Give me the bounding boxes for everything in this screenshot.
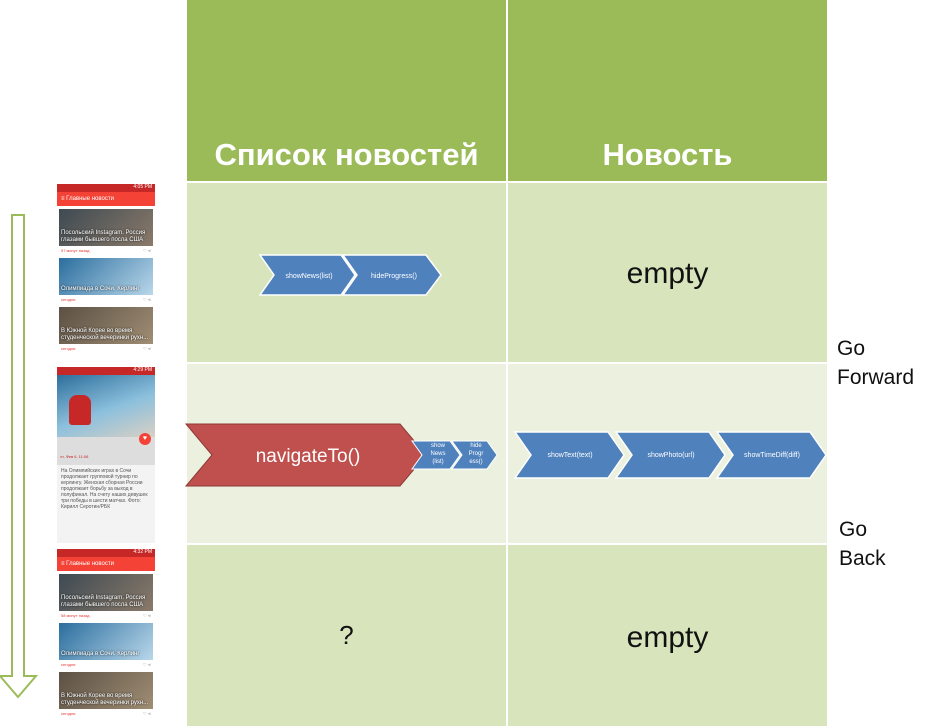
- column-header-news: Новость: [508, 0, 827, 181]
- like-share-icons[interactable]: ♡ ⋖: [142, 613, 151, 618]
- curler-figure: [69, 395, 91, 425]
- news-card-image: В Южной Корее во время студенческой вече…: [59, 672, 153, 709]
- detail-date: чт, Фев 6, 11:06: [60, 454, 89, 459]
- news-card-caption: Посольский Instagram. Россия глазами быв…: [61, 595, 146, 608]
- cell-row1-list: [187, 183, 506, 362]
- column-header-list: Список новостей: [187, 0, 506, 181]
- app-toolbar: ≡ Главные новости: [57, 192, 155, 206]
- app-toolbar: ≡ Главные новости: [57, 557, 155, 571]
- news-card-meta: сегодня: [61, 662, 76, 667]
- news-card-image: Олимпиада в Сочи. Керлинг: [59, 623, 153, 660]
- news-card-footer: 58 минут назад ♡ ⋖: [59, 611, 153, 620]
- news-card-caption: Олимпиада в Сочи. Керлинг: [61, 651, 140, 657]
- news-card-footer: сегодня ♡ ⋖: [59, 295, 153, 304]
- news-card-caption: Посольский Instagram. Россия глазами быв…: [61, 230, 146, 243]
- news-card[interactable]: Олимпиада в Сочи. Керлинг сегодня ♡ ⋖: [59, 258, 153, 304]
- status-bar: 4:05 PM: [57, 184, 155, 192]
- like-share-icons[interactable]: ♡ ⋖: [142, 346, 151, 351]
- row3-news-value: empty: [626, 621, 709, 654]
- news-card[interactable]: В Южной Корее во время студенческой вече…: [59, 672, 153, 718]
- toolbar-title: Главные новости: [66, 561, 114, 567]
- cell-row2-news: [508, 364, 827, 543]
- column-header-list-label: Список новостей: [214, 137, 479, 172]
- like-share-icons[interactable]: ♡ ⋖: [142, 711, 151, 716]
- news-card-meta: 57 минут назад: [61, 248, 90, 253]
- news-card-footer: сегодня ♡ ⋖: [59, 660, 153, 669]
- go-back-label: Go Back: [839, 518, 886, 570]
- detail-body: На Олимпийских играх в Сочи продолжает г…: [61, 468, 148, 510]
- timeline-down-arrow: [0, 214, 39, 699]
- like-share-icons[interactable]: ♡ ⋖: [142, 297, 151, 302]
- cell-row3-news: empty: [508, 545, 827, 726]
- go-forward-label: Go Forward: [837, 337, 915, 389]
- news-card[interactable]: Посольский Instagram. Россия глазами быв…: [59, 209, 153, 255]
- phone-list-screen-2: 4:32 PM ≡ Главные новости Посольский Ins…: [57, 549, 155, 726]
- news-card-image: Посольский Instagram. Россия глазами быв…: [59, 574, 153, 611]
- column-header-news-label: Новость: [602, 137, 733, 172]
- news-card[interactable]: В Южной Корее во время студенческой вече…: [59, 307, 153, 353]
- detail-photo: [57, 375, 155, 437]
- cell-row3-list: ?: [187, 545, 506, 726]
- status-bar: 4:29 PM: [57, 367, 155, 375]
- news-card-caption: В Южной Корее во время студенческой вече…: [61, 693, 149, 706]
- news-card-caption: В Южной Корее во время студенческой вече…: [61, 328, 149, 341]
- cell-row2-list: [187, 364, 506, 543]
- news-card-caption: Олимпиада в Сочи. Керлинг: [61, 286, 140, 292]
- news-card-footer: сегодня ♡ ⋖: [59, 709, 153, 718]
- news-card-footer: 57 минут назад ♡ ⋖: [59, 246, 153, 255]
- news-card-meta: 58 минут назад: [61, 613, 90, 618]
- phone-list-screen: 4:05 PM ≡ Главные новости Посольский Ins…: [57, 184, 155, 360]
- phone-detail-screen: 4:29 PM чт, Фев 6, 11:06 ♥ На Олимпийски…: [57, 367, 155, 543]
- row1-news-value: empty: [626, 257, 709, 290]
- news-card-meta: сегодня: [61, 346, 76, 351]
- like-share-icons[interactable]: ♡ ⋖: [142, 662, 151, 667]
- toolbar-title: Главные новости: [66, 196, 114, 202]
- news-card-meta: сегодня: [61, 711, 76, 716]
- detail-header: чт, Фев 6, 11:06 ♥: [57, 433, 155, 465]
- news-card-meta: сегодня: [61, 297, 76, 302]
- news-card-image: В Южной Корее во время студенческой вече…: [59, 307, 153, 344]
- status-bar: 4:32 PM: [57, 549, 155, 557]
- news-card[interactable]: Посольский Instagram. Россия глазами быв…: [59, 574, 153, 620]
- favorite-button[interactable]: ♥: [139, 433, 151, 445]
- news-card[interactable]: Олимпиада в Сочи. Керлинг сегодня ♡ ⋖: [59, 623, 153, 669]
- news-card-image: Олимпиада в Сочи. Керлинг: [59, 258, 153, 295]
- cell-row1-news: empty: [508, 183, 827, 362]
- row3-list-value: ?: [339, 620, 354, 650]
- like-share-icons[interactable]: ♡ ⋖: [142, 248, 151, 253]
- news-card-footer: сегодня ♡ ⋖: [59, 344, 153, 353]
- news-card-image: Посольский Instagram. Россия глазами быв…: [59, 209, 153, 246]
